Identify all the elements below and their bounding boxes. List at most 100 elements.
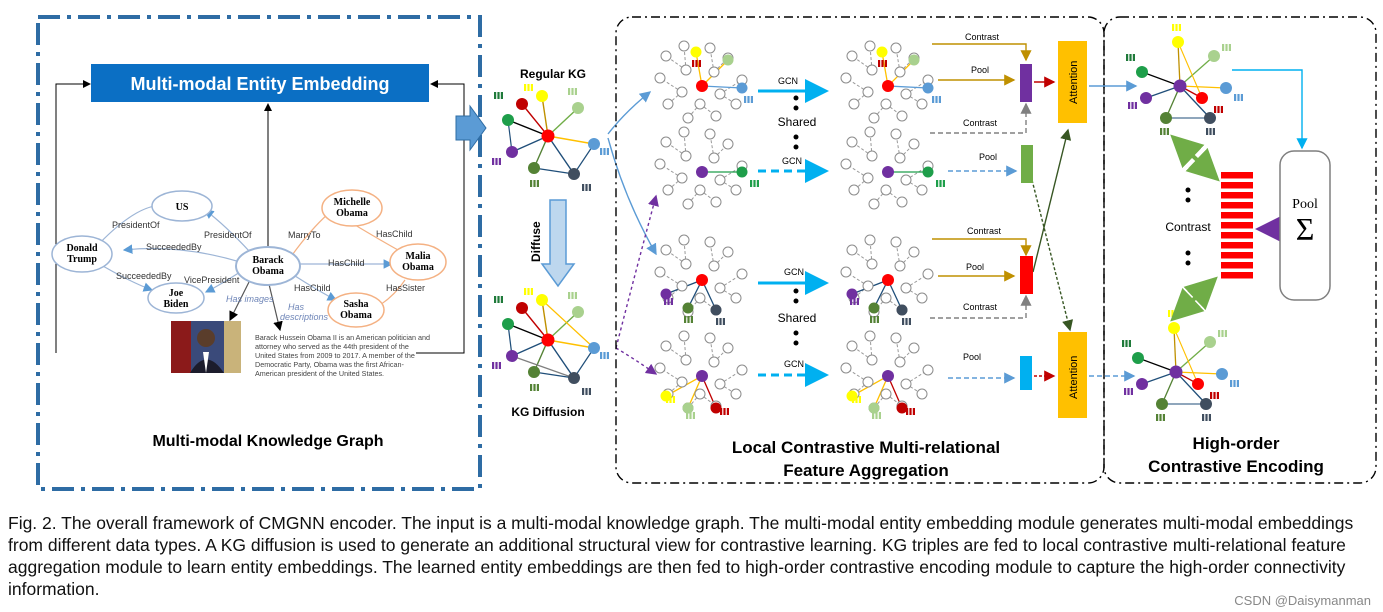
graph-node <box>922 82 934 94</box>
graph-node <box>704 332 716 344</box>
feature-mark <box>1175 24 1178 31</box>
multimodal-kg-panel <box>36 15 482 491</box>
regular-kg-graph <box>492 84 609 191</box>
input-arrow <box>455 104 487 152</box>
graph-node <box>896 110 908 122</box>
relation-president-of-2: PresidentOf <box>204 230 252 240</box>
feature-mark <box>938 96 941 103</box>
feature-mark <box>1130 388 1133 395</box>
feature-mark <box>1128 102 1131 109</box>
graph-node <box>916 98 928 110</box>
feature-mark <box>850 298 853 305</box>
graph-node <box>908 138 920 150</box>
graph-node <box>588 342 600 354</box>
feature-mark <box>568 88 571 95</box>
feature-mark <box>873 316 876 323</box>
gcn-label-4: GCN <box>784 359 804 369</box>
graph-edge <box>547 339 595 349</box>
graph-node <box>866 64 878 76</box>
graph-node <box>864 330 876 342</box>
graph-node <box>1204 336 1216 348</box>
feature-mark <box>498 158 501 165</box>
graph-node <box>680 258 692 270</box>
graph-node <box>1204 112 1216 124</box>
graph-edge <box>533 371 575 379</box>
feature-mark <box>588 388 591 395</box>
graph-node <box>696 80 708 92</box>
pooled-bar-purple <box>1020 64 1032 102</box>
graph-node <box>736 364 748 376</box>
graph-node <box>722 246 734 258</box>
relation-has-child-1: HasChild <box>376 229 413 239</box>
graph-edge <box>547 311 579 341</box>
entity-malia-obama <box>389 243 447 281</box>
graph-node <box>572 306 584 318</box>
feature-mark <box>1236 380 1239 387</box>
feature-mark <box>1163 128 1166 135</box>
feature-mark <box>1202 414 1205 421</box>
feature-mark <box>692 412 695 419</box>
graph-edge <box>541 95 549 137</box>
feature-mark <box>500 296 503 303</box>
feature-mark <box>492 362 495 369</box>
graph-edge <box>887 85 929 89</box>
graph-node <box>840 362 852 374</box>
gcn-label-2: GCN <box>782 156 802 166</box>
graph-node <box>660 50 672 62</box>
feature-mark <box>932 96 935 103</box>
graph-node <box>676 86 688 98</box>
regular-kg-label: Regular KG <box>520 67 586 81</box>
graph-node <box>568 372 580 384</box>
contrast-label-4: Contrast <box>963 302 998 312</box>
local-graph <box>840 126 934 210</box>
graph-node <box>568 168 580 180</box>
feature-mark <box>1178 24 1181 31</box>
graph-node <box>678 40 690 52</box>
graph-node <box>916 292 928 304</box>
feature-mark <box>1124 388 1127 395</box>
feature-mark <box>1228 44 1231 51</box>
feature-mark <box>1208 414 1211 421</box>
feedback-lines <box>55 80 465 354</box>
feature-mark <box>530 288 533 295</box>
entity-us <box>151 190 213 222</box>
feature-mark <box>494 92 497 99</box>
graph-node <box>862 86 874 98</box>
feature-mark <box>878 412 881 419</box>
graph-node <box>922 364 934 376</box>
graph-node <box>502 318 514 330</box>
graph-node <box>846 340 858 352</box>
graph-edge <box>573 143 595 175</box>
attention-label-top: Attention <box>1068 61 1080 104</box>
feature-mark <box>1240 94 1243 101</box>
graph-node <box>536 294 548 306</box>
graph-node <box>908 246 920 258</box>
graph-node <box>1156 398 1168 410</box>
feature-mark <box>1159 414 1162 421</box>
local-graph <box>840 330 934 414</box>
feature-mark <box>684 316 687 323</box>
embedding-title: Multi-modal Entity Embedding <box>131 74 390 94</box>
local-graph <box>654 126 748 210</box>
feature-mark <box>588 184 591 191</box>
graph-node <box>890 42 902 54</box>
feature-mark <box>603 148 606 155</box>
contrast-bar <box>1221 192 1253 199</box>
feature-mark <box>905 318 908 325</box>
high-order-arrows <box>1089 69 1308 382</box>
feature-mark <box>1162 414 1165 421</box>
feature-mark <box>495 158 498 165</box>
diffused-kg-graph <box>492 288 609 395</box>
graph-node <box>714 378 726 390</box>
graph-node <box>714 282 726 294</box>
graph-node <box>676 376 688 388</box>
feature-mark <box>669 396 672 403</box>
feature-mark <box>497 92 500 99</box>
graph-node <box>1160 112 1172 124</box>
graph-edge <box>1173 327 1177 373</box>
graph-edge <box>1173 327 1199 385</box>
graph-node <box>708 66 720 78</box>
obama-portrait-image <box>171 321 241 373</box>
relation-president-of-1: PresidentOf <box>112 220 160 230</box>
description-line-2: attorney who served as the 44th presiden… <box>255 342 409 351</box>
